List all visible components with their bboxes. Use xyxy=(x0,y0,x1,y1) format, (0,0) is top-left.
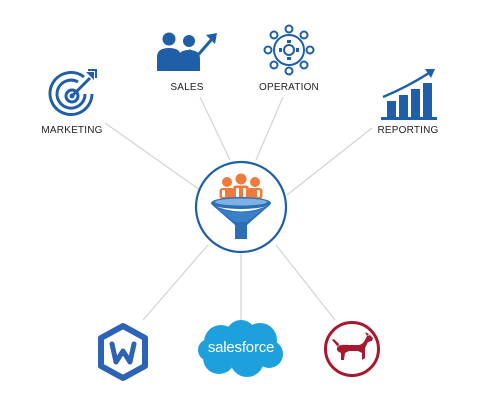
sales-label: SALES xyxy=(170,82,204,93)
connector-datadog xyxy=(275,244,336,321)
center-node xyxy=(194,160,288,254)
operation-label: OPERATION xyxy=(259,82,319,93)
marketing-label: MARKETING xyxy=(41,125,103,136)
connector-operation xyxy=(255,96,284,161)
bar-chart-growth-icon xyxy=(381,69,437,120)
salesforce-cloud-logo xyxy=(198,320,283,377)
gear-network-icon xyxy=(263,24,315,76)
salesforce-logo: salesforce xyxy=(197,318,285,380)
target-icon xyxy=(48,69,97,116)
red-dog-logo xyxy=(324,321,380,377)
reporting-label: REPORTING xyxy=(377,125,439,136)
funnel-people-icon xyxy=(211,173,271,239)
connector-sales xyxy=(199,96,231,161)
connector-marketing xyxy=(104,122,201,191)
connector-reporting xyxy=(286,127,373,196)
salesforce-wordmark: salesforce xyxy=(207,339,275,356)
w-hexagon-logo xyxy=(98,323,148,381)
people-growth-icon xyxy=(157,32,217,71)
connector-wrike xyxy=(142,244,209,321)
